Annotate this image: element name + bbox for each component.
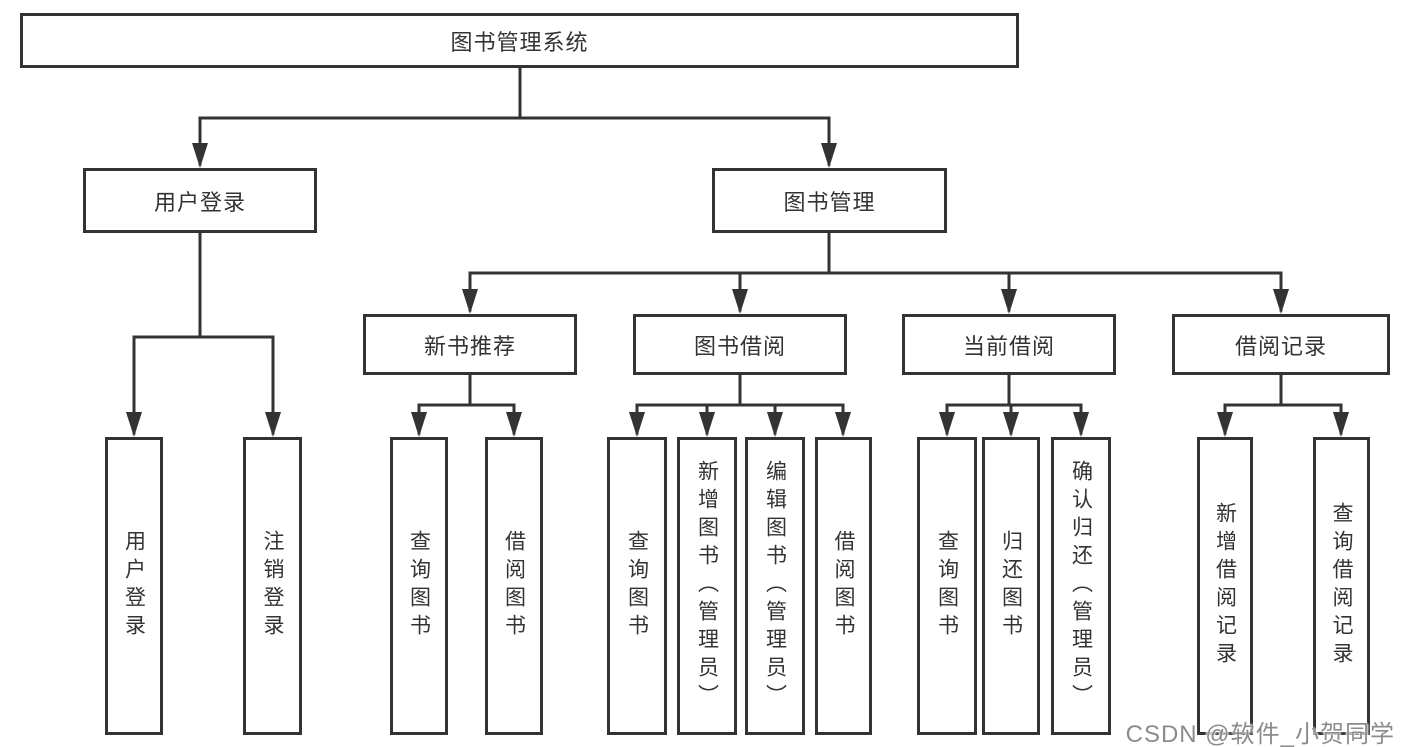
node-label: 确认归还（管理员） bbox=[1069, 460, 1093, 712]
node-label: 注销登录 bbox=[261, 530, 284, 642]
node-label: 查询图书 bbox=[625, 530, 649, 642]
connector-new-book-recommend-children bbox=[417, 373, 516, 435]
node-book-management-branch: 图书管理 bbox=[712, 168, 947, 233]
arrowhead-icon bbox=[192, 143, 208, 168]
node-current-borrow: 当前借阅 bbox=[902, 314, 1116, 375]
arrowhead-icon bbox=[1073, 412, 1089, 437]
leaf-edit-books-admin: 编辑图书（管理员） bbox=[745, 437, 805, 735]
arrowhead-icon bbox=[1333, 412, 1349, 437]
leaf-add-borrow-record: 新增借阅记录 bbox=[1197, 437, 1253, 735]
arrowhead-icon bbox=[265, 412, 281, 437]
node-label: 用户登录 bbox=[122, 530, 146, 642]
node-label: 查询图书 bbox=[935, 530, 959, 642]
node-user-login-branch: 用户登录 bbox=[83, 168, 317, 233]
node-label: 归还图书 bbox=[999, 530, 1023, 642]
node-borrow-records: 借阅记录 bbox=[1172, 314, 1390, 375]
leaf-query-books-borrow: 查询图书 bbox=[607, 437, 667, 735]
arrowhead-icon bbox=[462, 289, 478, 314]
node-label: 用户登录 bbox=[153, 189, 246, 215]
node-label: 借阅图书 bbox=[832, 530, 855, 642]
arrowhead-icon bbox=[732, 289, 748, 314]
arrowhead-icon bbox=[629, 412, 645, 437]
csdn-watermark: CSDN @软件_小贺同学 bbox=[1125, 721, 1395, 747]
node-label: 借阅记录 bbox=[1234, 333, 1327, 359]
connector-book-management-sections bbox=[468, 231, 1283, 312]
node-label: 借阅图书 bbox=[502, 530, 526, 642]
leaf-query-books-recommend: 查询图书 bbox=[390, 437, 448, 735]
node-label: 图书管理 bbox=[783, 189, 876, 215]
arrowhead-icon bbox=[1003, 412, 1019, 437]
node-book-borrow: 图书借阅 bbox=[633, 314, 847, 375]
node-label: 查询借阅记录 bbox=[1330, 502, 1353, 670]
connector-user-login-children bbox=[132, 231, 275, 435]
leaf-add-books-admin: 新增图书（管理员） bbox=[677, 437, 737, 735]
node-new-book-recommend: 新书推荐 bbox=[363, 314, 577, 375]
node-label: 图书借阅 bbox=[693, 333, 786, 359]
arrowhead-icon bbox=[821, 143, 837, 168]
arrowhead-icon bbox=[835, 412, 851, 437]
node-label: 图书管理系统 bbox=[450, 29, 589, 55]
leaf-logout: 注销登录 bbox=[243, 437, 302, 735]
leaf-borrow-books-recommend: 借阅图书 bbox=[485, 437, 543, 735]
arrowhead-icon bbox=[1273, 289, 1289, 314]
node-book-management-system-root: 图书管理系统 bbox=[20, 13, 1019, 68]
arrowhead-icon bbox=[126, 412, 142, 437]
arrowhead-icon bbox=[939, 412, 955, 437]
connector-book-borrow-children bbox=[635, 373, 845, 435]
node-label: 查询图书 bbox=[407, 530, 431, 642]
leaf-confirm-return-admin: 确认归还（管理员） bbox=[1051, 437, 1111, 735]
leaf-query-books-current: 查询图书 bbox=[917, 437, 977, 735]
leaf-borrow-books: 借阅图书 bbox=[815, 437, 872, 735]
leaf-return-books: 归还图书 bbox=[982, 437, 1040, 735]
connector-root-to-level1 bbox=[198, 66, 831, 166]
arrowhead-icon bbox=[767, 412, 783, 437]
leaf-query-borrow-record: 查询借阅记录 bbox=[1313, 437, 1370, 735]
node-label: 新书推荐 bbox=[423, 333, 516, 359]
connector-borrow-records-children bbox=[1223, 373, 1343, 435]
arrowhead-icon bbox=[411, 412, 427, 437]
arrowhead-icon bbox=[506, 412, 522, 437]
arrowhead-icon bbox=[699, 412, 715, 437]
arrowhead-icon bbox=[1001, 289, 1017, 314]
node-label: 编辑图书（管理员） bbox=[763, 460, 787, 712]
node-label: 当前借阅 bbox=[962, 333, 1055, 359]
leaf-user-login: 用户登录 bbox=[105, 437, 163, 735]
arrowhead-icon bbox=[1217, 412, 1233, 437]
node-label: 新增图书（管理员） bbox=[695, 460, 719, 712]
node-label: 新增借阅记录 bbox=[1213, 502, 1237, 670]
